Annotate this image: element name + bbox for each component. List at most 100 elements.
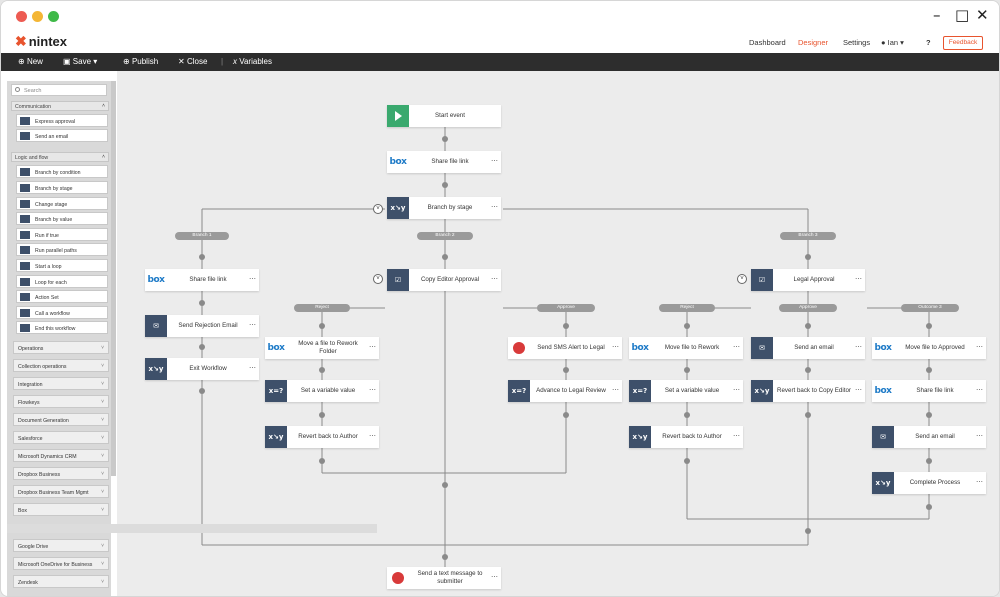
maximize-icon[interactable]: □ [955,6,970,24]
group-logic-and-flow[interactable]: Logic and flow˄ [11,152,109,162]
toolbox-item-branch-by-value[interactable]: Branch by value [16,212,108,225]
category-operations[interactable]: Operations˅ [13,341,109,354]
more-icon[interactable]: ⋯ [369,344,376,351]
more-icon[interactable]: ⋯ [855,276,862,283]
maximize-window-dot[interactable] [48,11,59,22]
item-label: Branch by stage [35,186,73,192]
more-icon[interactable]: ⋯ [491,276,498,283]
category-integration[interactable]: Integration˅ [13,377,109,390]
collapse-toggle[interactable]: ˅ [373,274,383,284]
canvas-horizontal-scrollbar[interactable] [7,524,377,533]
more-icon[interactable]: ⋯ [491,574,498,581]
variables-button[interactable]: x Variables [233,57,272,66]
category-dropbox-team[interactable]: Dropbox Business Team Mgmt˅ [13,485,109,498]
save-button[interactable]: ▣ Save ▾ [63,57,97,66]
toolbox-item-action-set[interactable]: Action Set [16,290,108,303]
close-button[interactable]: ✕ Close [178,57,207,66]
more-icon[interactable]: ⋯ [733,387,740,394]
more-icon[interactable]: ⋯ [612,344,619,351]
nav-designer[interactable]: Designer [798,38,829,47]
more-icon[interactable]: ⋯ [976,479,983,486]
close-icon[interactable]: ✕ [976,6,989,24]
toolbox-item-express-approval[interactable]: Express approval [16,114,108,127]
node-start-event[interactable]: Start event [387,105,501,127]
sidebar-scrollbar[interactable] [111,81,116,476]
category-zendesk[interactable]: Zendesk˅ [13,575,109,588]
more-icon[interactable]: ⋯ [976,433,983,440]
more-icon[interactable]: ⋯ [491,204,498,211]
toolbox-item-run-if-true[interactable]: Run if true [16,228,108,241]
search-input[interactable]: Search [11,84,107,96]
node-b3-send-email-2[interactable]: ✉Send an email⋯ [872,426,986,448]
category-google-drive[interactable]: Google Drive˅ [13,539,109,552]
more-icon[interactable]: ⋯ [491,158,498,165]
toolbox-item-end-this-workflow[interactable]: End this workflow [16,321,108,334]
toolbox-item-start-a-loop[interactable]: Start a loop [16,259,108,272]
category-onedrive[interactable]: Microsoft OneDrive for Business˅ [13,557,109,570]
more-icon[interactable]: ⋯ [612,387,619,394]
toolbox-item-call-a-workflow[interactable]: Call a workflow [16,306,108,319]
user-menu[interactable]: ● Ian ▾ [881,38,904,47]
group-communication[interactable]: Communication˄ [11,101,109,111]
toolbox-item-change-stage[interactable]: Change stage [16,197,108,210]
category-box[interactable]: Box˅ [13,503,109,516]
category-dropbox-business[interactable]: Dropbox Business˅ [13,467,109,480]
nav-settings[interactable]: Settings [843,38,871,47]
more-icon[interactable]: ⋯ [369,387,376,394]
category-flowkeys[interactable]: Flowkeys˅ [13,395,109,408]
more-icon[interactable]: ⋯ [249,365,256,372]
more-icon[interactable]: ⋯ [976,344,983,351]
minimize-window-dot[interactable] [32,11,43,22]
more-icon[interactable]: ⋯ [733,344,740,351]
node-b3-set-variable[interactable]: x=?Set a variable value⋯ [629,380,743,402]
toolbox-item-run-parallel-paths[interactable]: Run parallel paths [16,243,108,256]
minimize-icon[interactable]: – [933,6,941,24]
toolbox-item-branch-by-condition[interactable]: Branch by condition [16,165,108,178]
node-b2-set-variable[interactable]: x=?Set a variable value⋯ [265,380,379,402]
feedback-button[interactable]: Feedback [943,36,983,50]
more-icon[interactable]: ⋯ [369,433,376,440]
node-legal-approval[interactable]: ☑Legal Approval⋯ [751,269,865,291]
node-b1-send-rejection-email[interactable]: ✉Send Rejection Email⋯ [145,315,259,337]
more-icon[interactable]: ⋯ [855,387,862,394]
node-b2-send-sms-legal[interactable]: Send SMS Alert to Legal⋯ [508,337,622,359]
toolbox-item-loop-for-each[interactable]: Loop for each [16,275,108,288]
category-salesforce[interactable]: Salesforce˅ [13,431,109,444]
toolbox-item-branch-by-stage[interactable]: Branch by stage [16,181,108,194]
node-final-sms[interactable]: Send a text message to submitter⋯ [387,567,501,589]
more-icon[interactable]: ⋯ [855,344,862,351]
toolbox-item-send-email[interactable]: Send an email [16,129,108,142]
close-window-dot[interactable] [16,11,27,22]
new-button[interactable]: ⊕ New [18,57,43,66]
node-b3-send-email[interactable]: ✉Send an email⋯ [751,337,865,359]
help-icon[interactable]: ? [926,38,931,47]
node-copy-editor-approval[interactable]: ☑Copy Editor Approval⋯ [387,269,501,291]
publish-button[interactable]: ⊕ Publish [123,57,158,66]
node-b2-advance-legal[interactable]: x=?Advance to Legal Review⋯ [508,380,622,402]
nav-dashboard[interactable]: Dashboard [749,38,786,47]
email-icon: ✉ [145,315,167,337]
nintex-logo[interactable]: ✖nintex [15,33,67,50]
category-document-generation[interactable]: Document Generation˅ [13,413,109,426]
more-icon[interactable]: ⋯ [976,387,983,394]
more-icon[interactable]: ⋯ [733,433,740,440]
collapse-toggle[interactable]: ˅ [373,204,383,214]
more-icon[interactable]: ⋯ [249,276,256,283]
category-dynamics-crm[interactable]: Microsoft Dynamics CRM˅ [13,449,109,462]
collapse-toggle[interactable]: ˅ [737,274,747,284]
more-icon[interactable]: ⋯ [249,322,256,329]
category-collection-operations[interactable]: Collection operations˅ [13,359,109,372]
